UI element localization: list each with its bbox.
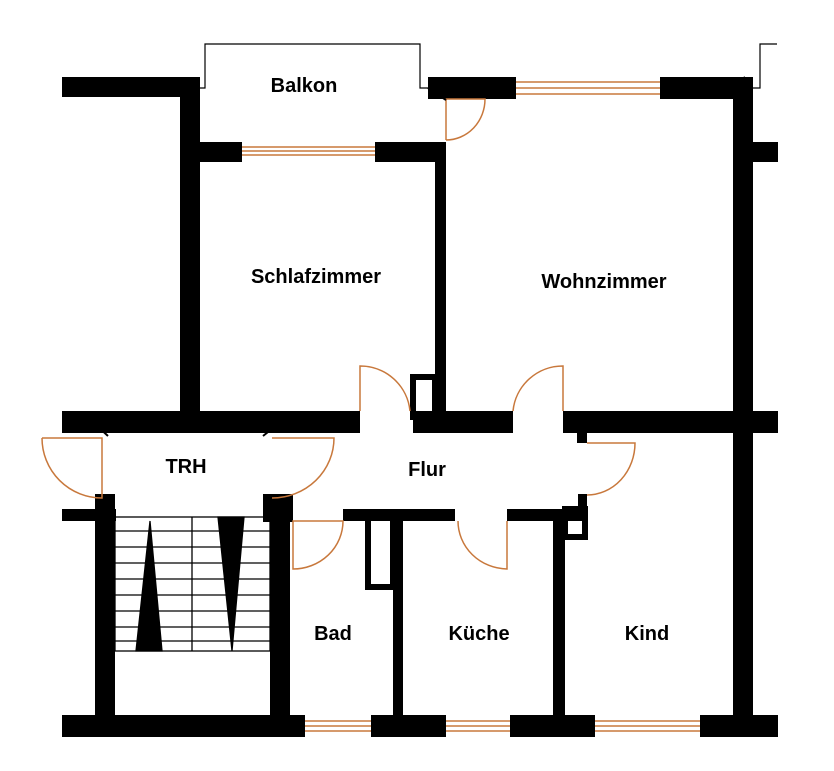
wall-kind-jamb [578,494,587,514]
label-balkon: Balkon [271,75,338,97]
door-kitchen [457,520,508,570]
wall-bedroom-top-left [180,142,242,162]
wall-right-stub-bottom [745,715,778,737]
window-living [516,81,660,95]
wall-bottom-4 [700,715,753,737]
wall-bath-kitchen [393,509,403,737]
wall-living-top-left [428,77,516,99]
wall-bath-shaft [365,512,396,590]
wall-stair-right [270,494,290,736]
label-kueche: Küche [448,623,509,645]
door-bedroom [359,365,411,412]
wall-left-upper [180,77,200,422]
label-bad: Bad [314,623,352,645]
door-balcony [445,98,486,141]
balcony-outline [197,43,777,89]
wall-mid-center [413,411,513,433]
wall-living-top-right [660,77,740,99]
stair-arrow-left [135,520,163,652]
wall-bottom-2 [371,715,446,737]
doors [41,98,636,570]
wall-mid-right-jamb [577,431,587,443]
door-kind [586,442,636,496]
wall-bedroom-living [435,142,446,422]
door-trh-right [271,437,335,499]
wall-right [733,77,753,737]
door-bath [292,520,344,570]
window-kitchen [446,720,510,732]
wall-bottom-1 [62,715,305,737]
walls [62,77,778,737]
staircase [114,516,271,652]
label-kind: Kind [625,623,669,645]
label-trh: TRH [165,456,206,478]
wall-right-stub-mid [745,411,778,433]
stair-arrow-right [217,516,245,652]
windows [242,81,700,732]
window-kind [595,720,700,732]
window-bath [305,720,371,732]
wall-bedroom-top-right [375,142,445,162]
room-labels: Balkon Schlafzimmer Wohnzimmer TRH Flur … [165,75,669,645]
wall-bottom-3 [510,715,595,737]
wall-mid-right [563,411,753,433]
wall-right-stub-top [745,142,778,162]
door-trh-left [41,437,103,499]
door-jambs [94,76,746,437]
wall-kind-shaft [562,506,588,540]
label-wohnzimmer: Wohnzimmer [541,271,666,293]
wall-mid-left [62,411,360,433]
window-bedroom [242,146,375,156]
label-flur: Flur [408,459,446,481]
wall-stair-left [95,494,115,736]
wall-kitchen-kind [553,509,565,737]
door-living [512,365,564,412]
wall-top-left [62,77,197,97]
label-schlafzimmer: Schlafzimmer [251,266,381,288]
